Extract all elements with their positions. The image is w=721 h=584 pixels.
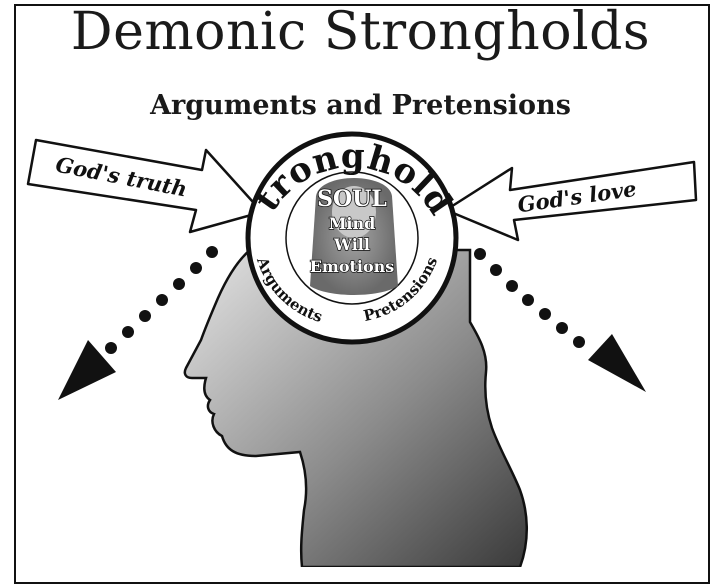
soul-heading: SOUL xyxy=(317,186,387,212)
soul-line-emotions: Emotions xyxy=(310,257,395,276)
soul-line-will: Will xyxy=(333,235,370,254)
gods-love-arrow: God's love xyxy=(446,162,696,240)
gods-truth-arrow: God's truth xyxy=(28,140,262,232)
diagram-illustration: God's truth God's love Strongholds Argum… xyxy=(0,0,721,567)
soul-line-mind: Mind xyxy=(329,214,376,233)
right-dotted-arrow xyxy=(474,248,646,392)
